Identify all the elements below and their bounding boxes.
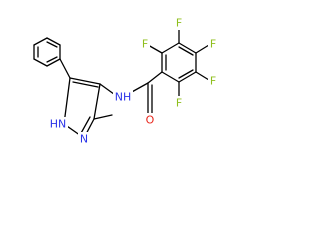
- atom-f-right-top: F: [210, 38, 216, 51]
- bond-pf-3-inner: [178, 46, 194, 56]
- atom-f-top-right: F: [176, 17, 182, 30]
- bond-cf-right-bottom: [195, 71, 210, 81]
- molecule-structure-diagram: F F F F F NH O HN N: [33, 16, 218, 146]
- atom-f-right-bottom: F: [210, 75, 216, 88]
- atom-n-pyrazole: N: [80, 133, 88, 146]
- atom-nh-amide: NH: [115, 91, 132, 104]
- bond-ph-pyrazole: [59, 58, 71, 79]
- bond-cf-right-top: [195, 44, 210, 54]
- atom-f-top-left: F: [142, 38, 148, 51]
- bond-ph-4: [46, 37, 61, 46]
- bond-carbonyl-ring: [147, 71, 163, 84]
- bond-pf-3: [178, 42, 197, 54]
- atom-labels: F F F F F NH O HN N: [48, 16, 218, 146]
- bond-ph-1: [33, 58, 48, 67]
- bond-pf-6: [161, 71, 180, 83]
- bond-pf-2: [161, 42, 180, 54]
- bond-pz-n1-c5: [63, 77, 71, 125]
- bond-methyl: [93, 114, 113, 120]
- bond-ph-4-inner: [46, 41, 58, 48]
- bond-ph-3: [33, 37, 48, 46]
- atom-f-bottom-right: F: [176, 97, 182, 110]
- bond-pf-5-inner: [178, 69, 194, 79]
- atom-nh-pyrazole: HN: [50, 118, 67, 131]
- bond-pz-c5-c4: [69, 77, 101, 85]
- bond-pz-c5-c4-inner: [72, 81, 99, 88]
- bond-cf-top-left: [147, 44, 163, 54]
- bond-pz-c4-c3: [93, 83, 101, 120]
- bond-pf-5: [178, 71, 197, 83]
- atom-oxygen: O: [146, 114, 155, 127]
- bond-ph-6-inner: [46, 56, 58, 63]
- bond-ph-6: [46, 58, 61, 67]
